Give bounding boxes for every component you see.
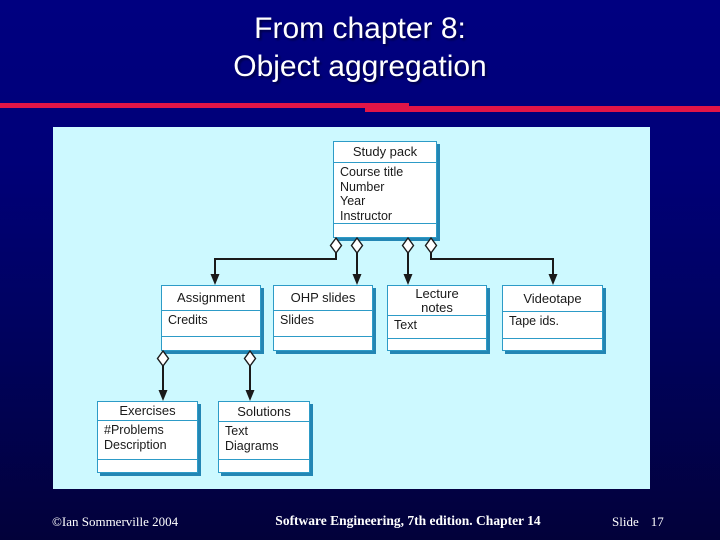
arrowhead-icon <box>210 274 220 285</box>
attribute: Text <box>225 424 248 438</box>
title-divider-right <box>365 106 720 112</box>
class-assignment: Assignment Credits <box>161 285 261 351</box>
arrowhead-icon <box>158 390 168 401</box>
connector-studypack-videotape <box>430 253 554 276</box>
class-ohp-slides: OHP slides Slides <box>273 285 373 351</box>
class-title: Lecture notes <box>388 286 486 316</box>
attribute: Credits <box>168 313 208 327</box>
attribute: Instructor <box>340 208 393 223</box>
aggregation-diamond-icon <box>350 236 364 255</box>
arrowhead-icon <box>403 274 413 285</box>
class-attributes: Text <box>388 316 486 338</box>
class-operations-empty <box>503 338 602 350</box>
class-attributes: Tape ids. <box>503 312 602 338</box>
arrowhead-icon <box>245 390 255 401</box>
class-attributes: Slides <box>274 311 372 336</box>
class-title: Videotape <box>503 286 602 312</box>
attribute: Diagrams <box>225 438 279 453</box>
attribute: Tape ids. <box>509 314 560 328</box>
aggregation-diamond-icon <box>329 236 343 255</box>
class-lecture-notes: Lecture notes Text <box>387 285 487 351</box>
aggregation-diamond-icon <box>156 349 170 368</box>
attribute: Slides <box>280 313 315 327</box>
arrowhead-icon <box>548 274 558 285</box>
class-operations-empty <box>388 338 486 350</box>
class-attributes: #Problems Description <box>98 421 197 459</box>
slide-title-line1: From chapter 8: <box>254 12 466 45</box>
attribute: Year <box>340 194 366 208</box>
attribute: Description <box>104 437 167 452</box>
connector-studypack-assignment <box>214 253 337 276</box>
aggregation-diamond-icon <box>401 236 415 255</box>
class-title: Study pack <box>334 142 436 163</box>
class-title: Exercises <box>98 402 197 421</box>
title-divider-left <box>0 103 409 108</box>
slide-label: Slide <box>612 514 639 529</box>
class-exercises: Exercises #Problems Description <box>97 401 198 473</box>
attribute: Course title <box>340 165 404 179</box>
class-videotape: Videotape Tape ids. <box>502 285 603 351</box>
class-study-pack: Study pack Course title Number Year Inst… <box>333 141 437 238</box>
aggregation-diamond-icon <box>243 349 257 368</box>
attribute: Text <box>394 318 417 332</box>
attribute: Number <box>340 179 385 194</box>
class-attributes: Text Diagrams <box>219 422 309 459</box>
class-title: Solutions <box>219 402 309 422</box>
footer-book-title: Software Engineering, 7th edition. Chapt… <box>275 513 541 528</box>
class-attributes: Course title Number Year Instructor <box>334 163 436 223</box>
arrowhead-icon <box>352 274 362 285</box>
class-title: Assignment <box>162 286 260 311</box>
class-operations-empty <box>98 459 197 472</box>
class-operations-empty <box>219 459 309 472</box>
slide-title: From chapter 8: Object aggregation <box>0 10 720 86</box>
diagram-panel: Study pack Course title Number Year Inst… <box>53 127 650 489</box>
class-operations-empty <box>274 336 372 350</box>
class-operations-empty <box>162 336 260 350</box>
aggregation-diamond-icon <box>424 236 438 255</box>
footer-copyright: ©Ian Sommerville 2004 <box>52 514 179 529</box>
attribute: #Problems <box>104 423 164 437</box>
slide-number-value: 17 <box>650 514 664 529</box>
footer-slide-number: Slide 17 <box>612 514 664 530</box>
class-attributes: Credits <box>162 311 260 336</box>
class-operations-empty <box>334 223 436 240</box>
class-title: OHP slides <box>274 286 372 311</box>
slide-title-line2: Object aggregation <box>233 50 487 83</box>
class-solutions: Solutions Text Diagrams <box>218 401 310 473</box>
